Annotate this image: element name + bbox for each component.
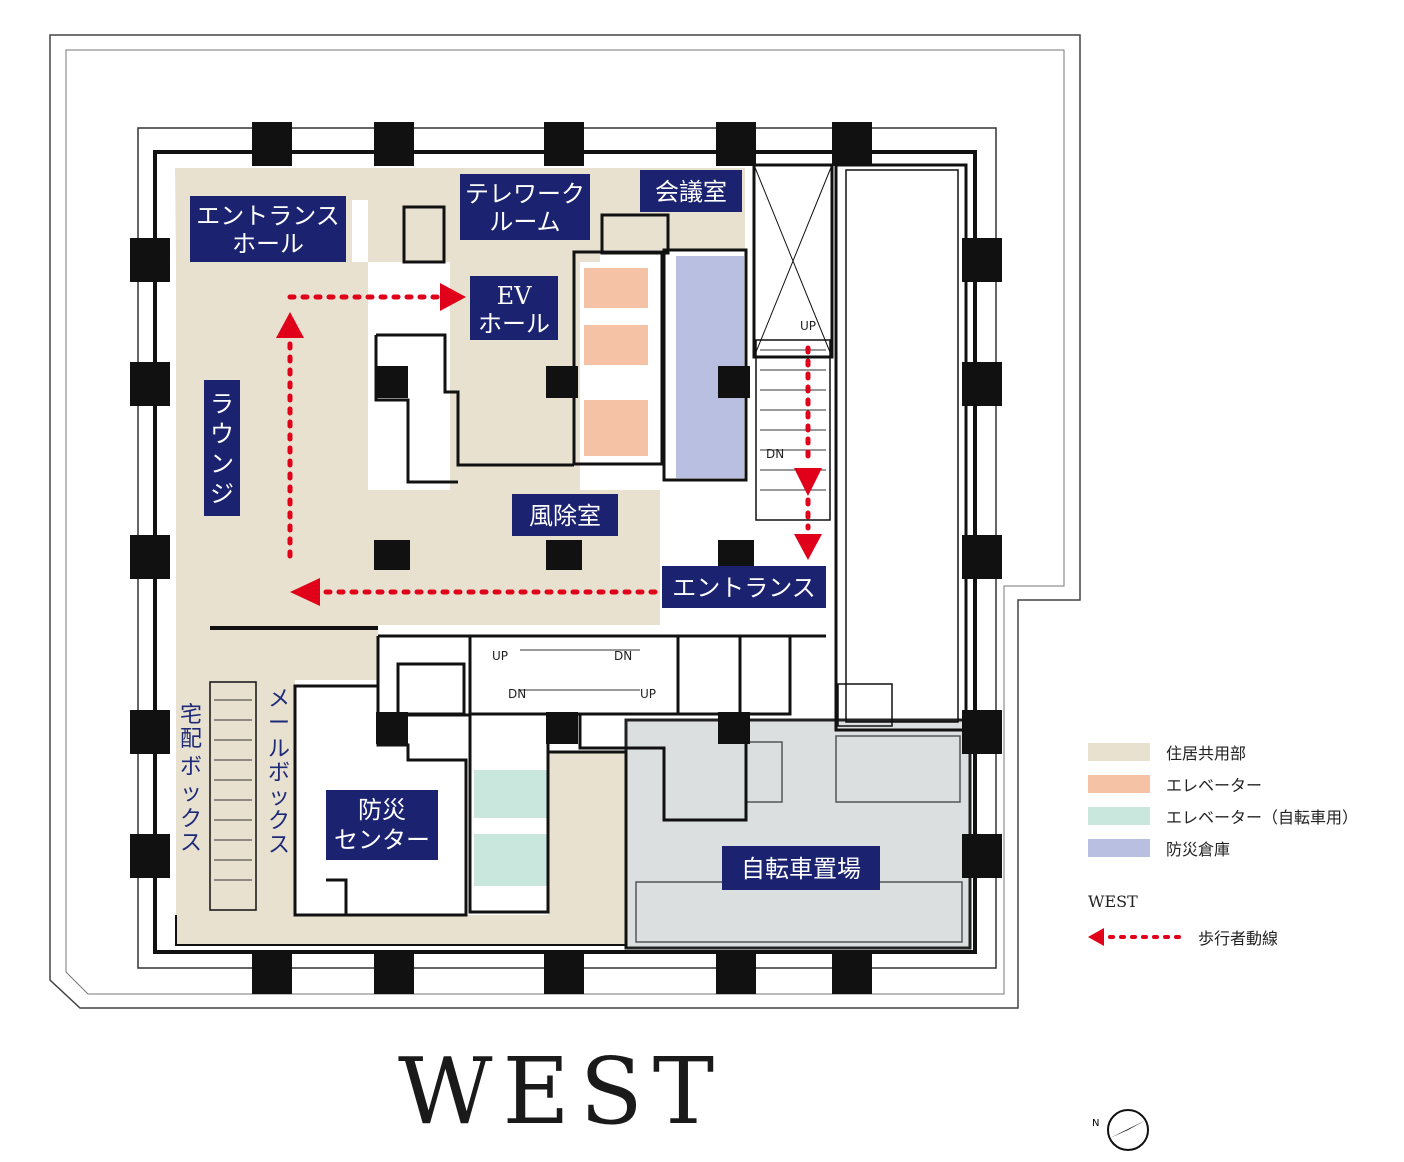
mail-box-char-4: ボ [268, 761, 290, 786]
elevator-2 [584, 325, 648, 365]
label-meeting: 会議室 [640, 170, 742, 212]
lounge-char-1: ラ [210, 390, 234, 418]
telework-line1: テレワーク [465, 180, 585, 208]
compass-icon: N [1092, 1109, 1149, 1151]
columns [130, 122, 1002, 994]
delivery-box-char-5: ク [180, 807, 202, 832]
site-boundary-inner [65, 49, 1065, 995]
legend-label-storage: 防災倉庫 [1166, 840, 1231, 859]
label-ev-hall: EV ホール [470, 276, 558, 340]
delivery-box-char-6: ス [180, 831, 202, 856]
label-telework: テレワーク ルーム [460, 174, 590, 240]
legend-label-common: 住居共用部 [1166, 744, 1247, 763]
bike-rack-top [835, 735, 961, 803]
bike-parking-label: 自転車置場 [741, 855, 861, 883]
arrowhead-left [290, 578, 320, 606]
stair-dn-label-1: DN [766, 447, 784, 461]
label-windbreak: 風除室 [512, 494, 618, 536]
ev-hall-line1: EV [497, 282, 533, 310]
compass-north-label: N [1092, 1118, 1099, 1129]
label-bike-parking: 自転車置場 [722, 846, 880, 890]
label-entrance-hall: エントランス ホール [190, 196, 346, 262]
elevators [474, 268, 648, 886]
bike-elevator-2 [474, 834, 548, 886]
common-area-bottom [176, 915, 626, 945]
delivery-box-char-3: ボ [180, 755, 202, 780]
room-labels: エントランス ホール テレワーク ルーム 会議室 EV ホール ラ ウ ン ジ … [190, 170, 880, 890]
legend-swatch-storage [1088, 839, 1150, 857]
legend-walk-label: 歩行者動線 [1198, 929, 1279, 948]
stair-up-label-2: UP [492, 649, 508, 663]
stair-dn-label-2: DN [614, 649, 632, 663]
mail-box-char-1: メ [268, 687, 290, 712]
elevator-3 [584, 400, 648, 456]
legend: 住居共用部 エレベーター エレベーター（自転車用） 防災倉庫 WEST 歩行者動… [1088, 736, 1398, 949]
legend-swatch-elevator [1088, 775, 1150, 793]
arrowhead-up [276, 312, 304, 338]
mail-box-char-2: ー [268, 711, 290, 736]
legend-label-bike-elevator: エレベーター（自転車用） [1166, 808, 1359, 827]
lounge-char-2: ウ [210, 420, 234, 448]
legend-item-elevator: エレベーター [1088, 768, 1398, 800]
entrance-hall-line1: エントランス [196, 202, 340, 230]
site-boundary [49, 34, 1081, 1009]
mail-box-char-3: ル [268, 737, 290, 762]
delivery-box-char-2: 配 [180, 727, 202, 752]
disaster-center-line2: センター [334, 826, 430, 854]
walk-route-icon [1088, 928, 1188, 946]
vertical-labels: 宅 配 ボ ッ ク ス メ ー ル ボ ッ ク ス [180, 687, 290, 858]
page-title: WEST [398, 1038, 725, 1145]
delivery-box-char-1: 宅 [180, 703, 202, 728]
mail-box-char-6: ク [268, 809, 290, 834]
legend-walk: 歩行者動線 [1088, 925, 1398, 949]
arrowhead-right [440, 283, 466, 311]
walk-route [287, 294, 811, 595]
bike-elevator-1 [474, 770, 548, 818]
disaster-center-line1: 防災 [358, 796, 406, 824]
stair-labels: UP DN UP DN DN UP [492, 319, 816, 701]
legend-item-storage: 防災倉庫 [1088, 832, 1398, 864]
mail-box-char-5: ッ [268, 785, 290, 810]
legend-label-elevator: エレベーター [1166, 776, 1263, 795]
entrance-hall-line2: ホール [232, 230, 304, 258]
lounge-char-4: ジ [210, 480, 234, 508]
arrowhead-down-2 [794, 534, 822, 560]
stair-up-label-3: UP [640, 687, 656, 701]
lounge-char-3: ン [210, 450, 234, 478]
label-lounge: ラ ウ ン ジ [204, 380, 240, 516]
legend-caption: WEST [1088, 892, 1138, 911]
legend-item-bike-elevator: エレベーター（自転車用） [1088, 800, 1398, 832]
walk-arrowheads [276, 283, 822, 606]
legend-swatch-bike-elevator [1088, 807, 1150, 825]
elevator-1 [584, 268, 648, 308]
meeting-room-label: 会議室 [655, 178, 727, 206]
common-area-lower [176, 625, 378, 915]
telework-line2: ルーム [489, 208, 560, 236]
ev-hall-line2: ホール [478, 310, 550, 338]
legend-swatch-common [1088, 743, 1150, 761]
windbreak-label: 風除室 [529, 502, 601, 530]
stair-lines [214, 349, 826, 881]
bike-parking-area [624, 718, 972, 950]
common-area-center-right [548, 752, 626, 917]
entrance-label: エントランス [672, 574, 816, 602]
stair-dn-label-3: DN [508, 687, 526, 701]
stair-up-label-1: UP [800, 319, 816, 333]
delivery-box-char-4: ッ [180, 781, 202, 806]
label-entrance: エントランス [662, 566, 826, 608]
arrowhead-down-1 [794, 468, 822, 496]
mail-box-char-7: ス [268, 833, 290, 858]
legend-item-common: 住居共用部 [1088, 736, 1398, 768]
label-disaster-center: 防災 センター [326, 790, 438, 860]
